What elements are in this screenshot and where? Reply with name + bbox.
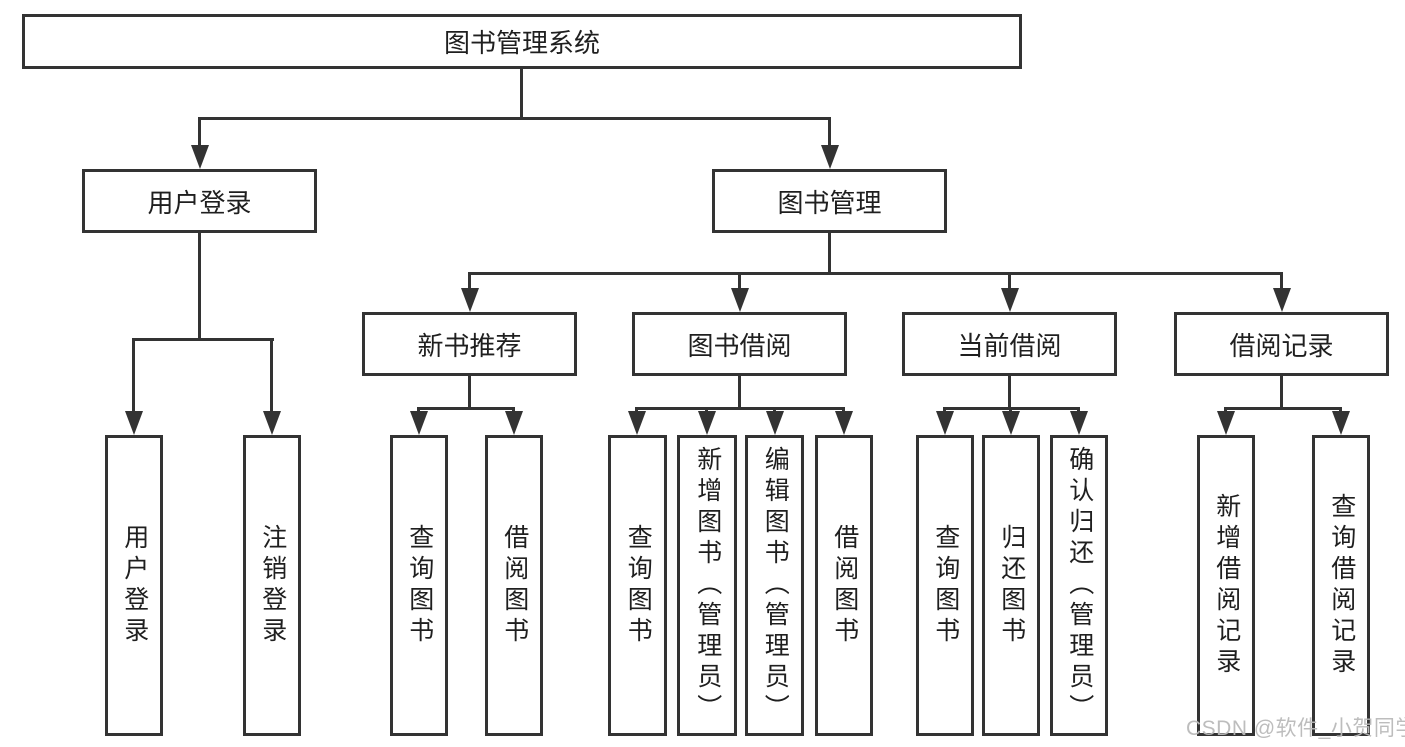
csdn-watermark: CSDN @软件_小贺同学 [1186,717,1405,740]
connector-hline [417,407,515,410]
leaf-borrow-books-1-label: 借阅图书 [500,523,529,648]
leaf-query-borrow-record-label: 查询借阅记录 [1327,492,1356,679]
arrow-down-icon [505,411,523,435]
leaf-query-books-2: 查询图书 [608,435,667,736]
node-borrow-records-label: 借阅记录 [1229,330,1334,361]
connector-vline [198,117,201,145]
arrow-down-icon [1273,288,1291,312]
connector-hline [468,272,1283,275]
connector-vline [417,407,420,413]
arrow-down-icon [1002,411,1020,435]
connector-vline [828,233,831,272]
leaf-logout: 注销登录 [243,435,301,736]
connector-vline [738,272,741,288]
connector-vline [1008,376,1011,407]
connector-vline [773,407,776,413]
connector-hline [635,407,845,410]
leaf-query-books-1: 查询图书 [390,435,448,736]
arrow-down-icon [1332,411,1350,435]
connector-vline [270,338,273,411]
leaf-return-books: 归还图书 [982,435,1040,736]
arrow-down-icon [1217,411,1235,435]
arrow-down-icon [263,411,281,435]
leaf-confirm-return-admin-label: 确认归还（管理员） [1065,446,1094,725]
arrow-down-icon [191,145,209,169]
connector-vline [635,407,638,413]
connector-vline [132,338,135,411]
connector-vline [468,272,471,288]
connector-vline [842,407,845,413]
node-book-management-label: 图书管理 [777,187,882,218]
node-book-borrow-label: 图书借阅 [687,330,792,361]
arrow-down-icon [628,411,646,435]
leaf-query-borrow-record: 查询借阅记录 [1312,435,1370,736]
arrow-down-icon [1070,411,1088,435]
leaf-query-books-2-label: 查询图书 [624,523,653,648]
node-current-borrow-label: 当前借阅 [957,330,1062,361]
connector-vline [1009,407,1012,413]
leaf-user-login-label: 用户登录 [120,523,149,648]
leaf-query-books-3-label: 查询图书 [931,523,960,648]
leaf-add-books-admin-label: 新增图书（管理员） [693,446,722,725]
connector-hline [198,117,831,120]
node-user-login: 用户登录 [82,169,317,233]
connector-hline [132,338,274,341]
arrow-down-icon [821,145,839,169]
connector-vline [943,407,946,413]
connector-vline [198,233,201,338]
leaf-confirm-return-admin: 确认归还（管理员） [1050,435,1108,736]
connector-vline [1280,272,1283,288]
leaf-return-books-label: 归还图书 [997,523,1026,648]
arrow-down-icon [1001,288,1019,312]
leaf-user-login: 用户登录 [105,435,163,736]
arrow-down-icon [125,411,143,435]
connector-vline [1008,272,1011,288]
arrow-down-icon [936,411,954,435]
connector-vline [520,69,523,117]
node-user-login-label: 用户登录 [147,187,252,218]
leaf-edit-books-admin-label: 编辑图书（管理员） [761,446,790,725]
connector-vline [1077,407,1080,413]
node-book-management: 图书管理 [712,169,947,233]
node-new-book-recommend: 新书推荐 [362,312,577,376]
leaf-query-books-3: 查询图书 [916,435,974,736]
node-new-book-recommend-label: 新书推荐 [417,330,522,361]
connector-vline [468,376,471,407]
leaf-borrow-books-2-label: 借阅图书 [830,523,859,648]
arrow-down-icon [698,411,716,435]
leaf-borrow-books-1: 借阅图书 [485,435,543,736]
node-root-label: 图书管理系统 [443,28,600,58]
leaf-query-books-1-label: 查询图书 [405,523,434,648]
leaf-borrow-books-2: 借阅图书 [815,435,873,736]
leaf-logout-label: 注销登录 [258,523,287,648]
node-borrow-records: 借阅记录 [1174,312,1389,376]
connector-vline [828,117,831,145]
node-book-borrow: 图书借阅 [632,312,847,376]
leaf-add-borrow-record: 新增借阅记录 [1197,435,1255,736]
leaf-edit-books-admin: 编辑图书（管理员） [745,435,804,736]
connector-vline [705,407,708,413]
arrow-down-icon [835,411,853,435]
connector-vline [1280,376,1283,407]
node-root: 图书管理系统 [22,14,1022,69]
arrow-down-icon [766,411,784,435]
connector-hline [1224,407,1342,410]
connector-vline [1224,407,1227,413]
connector-vline [1339,407,1342,413]
connector-vline [738,376,741,407]
node-current-borrow: 当前借阅 [902,312,1117,376]
arrow-down-icon [410,411,428,435]
arrow-down-icon [731,288,749,312]
leaf-add-books-admin: 新增图书（管理员） [677,435,737,736]
arrow-down-icon [461,288,479,312]
leaf-add-borrow-record-label: 新增借阅记录 [1212,492,1241,679]
connector-vline [512,407,515,413]
